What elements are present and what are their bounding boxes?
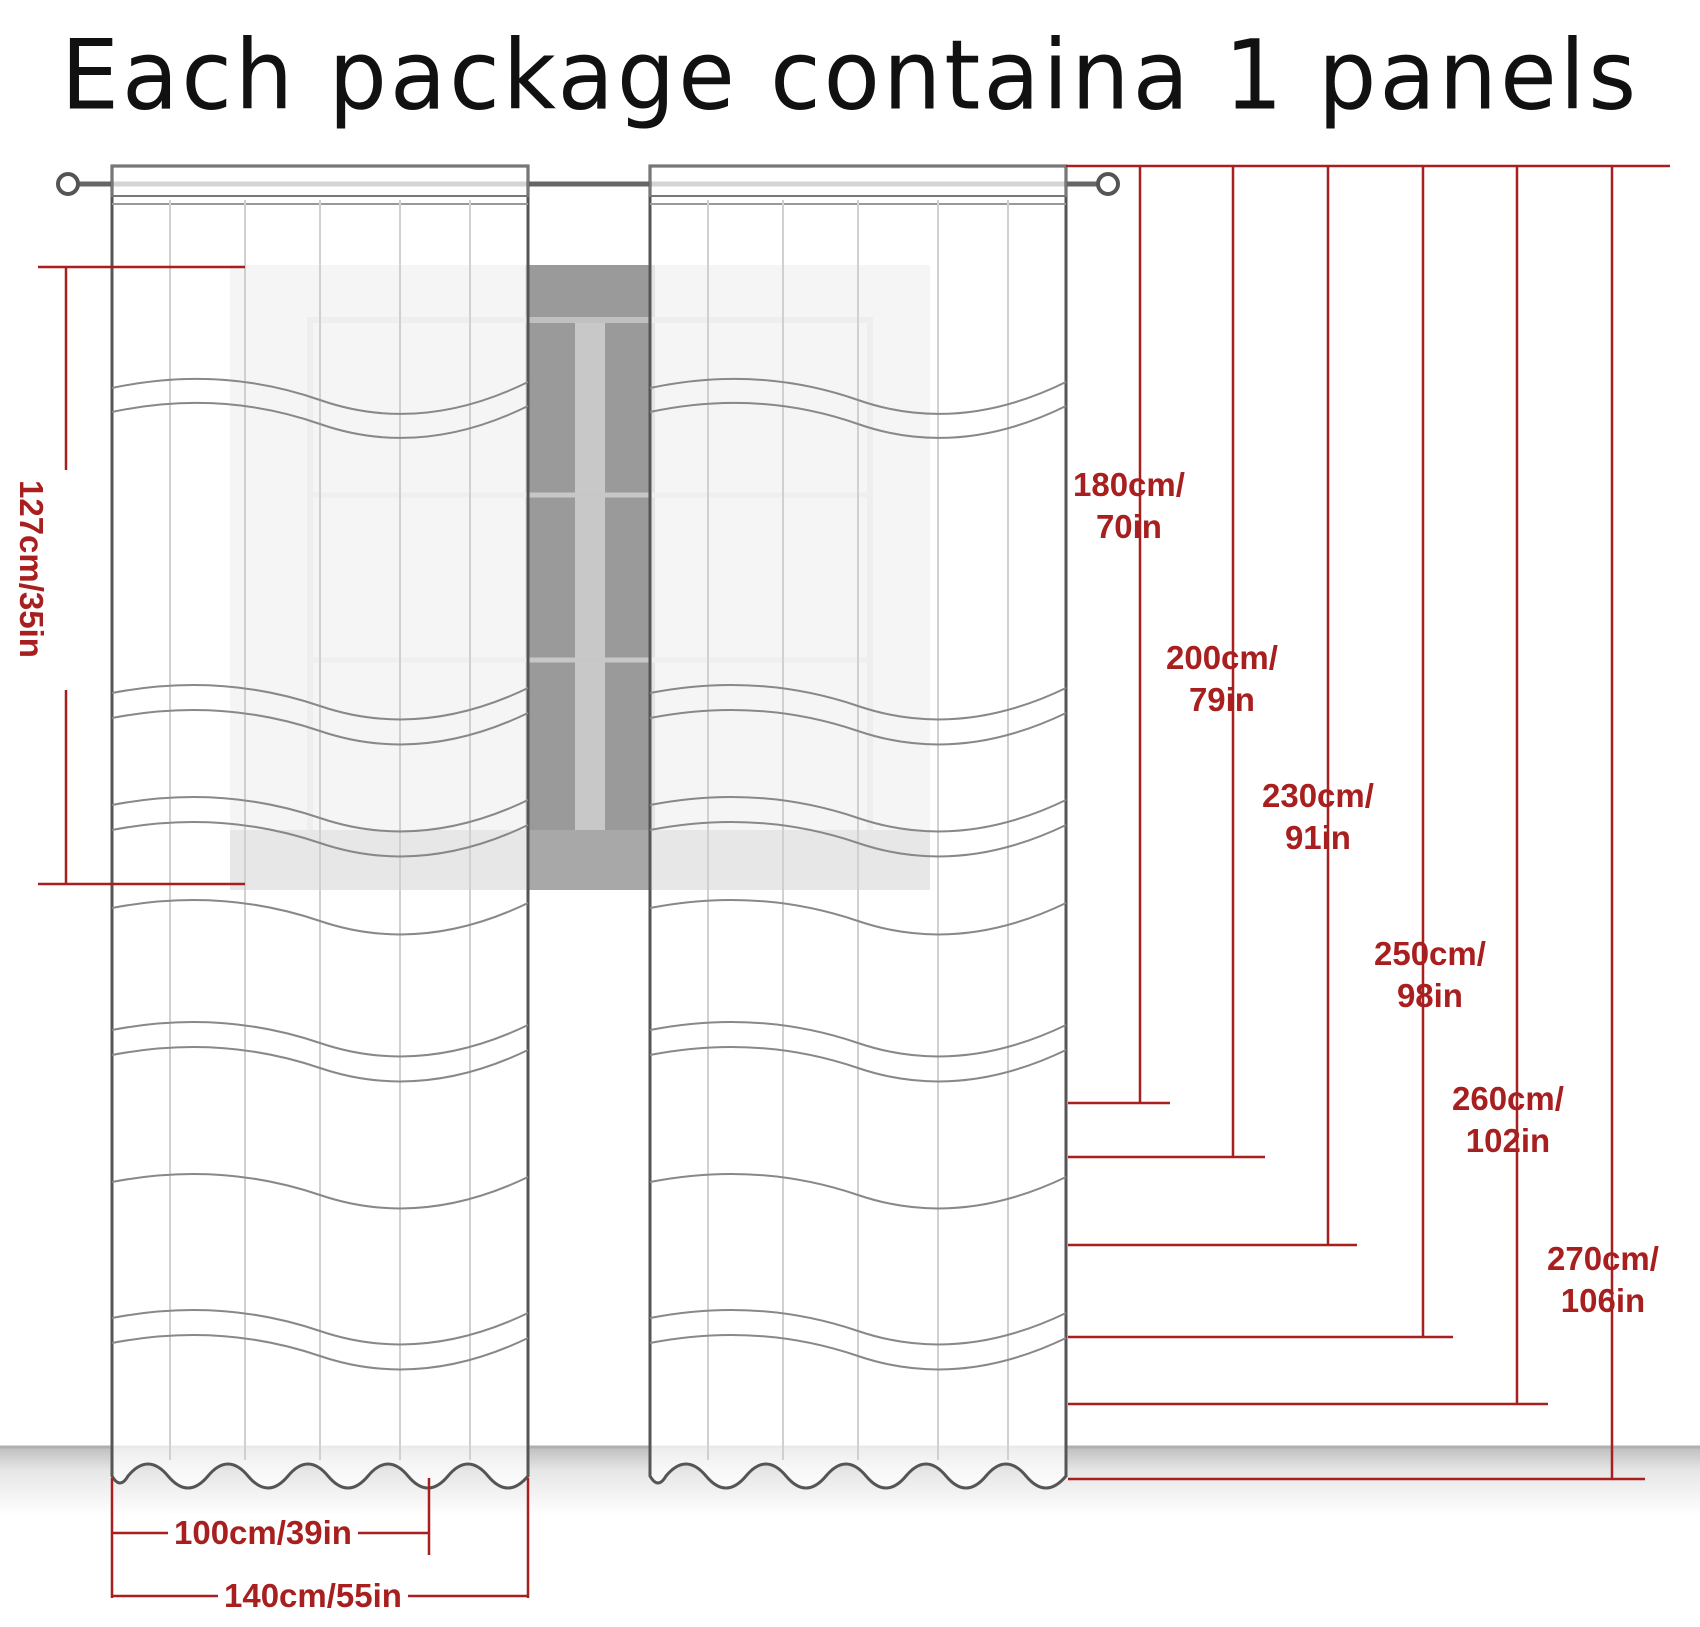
pattern-repeat-dimension bbox=[38, 265, 245, 886]
length-cm-230: 230cm/ bbox=[1262, 777, 1374, 814]
width-dimensions bbox=[110, 1478, 530, 1598]
length-label-260: 260cm/ 102in bbox=[1452, 1078, 1564, 1162]
length-dimension-lines bbox=[1066, 164, 1670, 1481]
pattern-repeat-label: 127cm/35in bbox=[13, 480, 50, 658]
length-in-230: 91in bbox=[1284, 819, 1351, 856]
length-in-180: 70in bbox=[1095, 508, 1162, 545]
width-label-100: 100cm/39in bbox=[168, 1514, 358, 1552]
length-label-180: 180cm/ 70in bbox=[1073, 464, 1185, 548]
length-in-200: 79in bbox=[1188, 681, 1255, 718]
length-cm-180: 180cm/ bbox=[1073, 466, 1185, 503]
length-label-230: 230cm/ 91in bbox=[1262, 775, 1374, 859]
length-cm-250: 250cm/ bbox=[1374, 935, 1486, 972]
curtain-panel-right bbox=[648, 164, 1068, 1490]
length-in-250: 98in bbox=[1396, 977, 1463, 1014]
width-label-140: 140cm/55in bbox=[218, 1577, 408, 1615]
length-cm-260: 260cm/ bbox=[1452, 1080, 1564, 1117]
length-cm-270: 270cm/ bbox=[1547, 1240, 1659, 1277]
length-in-260: 102in bbox=[1465, 1122, 1551, 1159]
length-label-270: 270cm/ 106in bbox=[1547, 1238, 1659, 1322]
page-title: Each package containa 1 panels bbox=[60, 19, 1640, 132]
length-in-270: 106in bbox=[1560, 1282, 1646, 1319]
length-label-250: 250cm/ 98in bbox=[1374, 933, 1486, 1017]
length-label-200: 200cm/ 79in bbox=[1166, 637, 1278, 721]
length-cm-200: 200cm/ bbox=[1166, 639, 1278, 676]
curtain-panel-left bbox=[110, 164, 530, 1490]
